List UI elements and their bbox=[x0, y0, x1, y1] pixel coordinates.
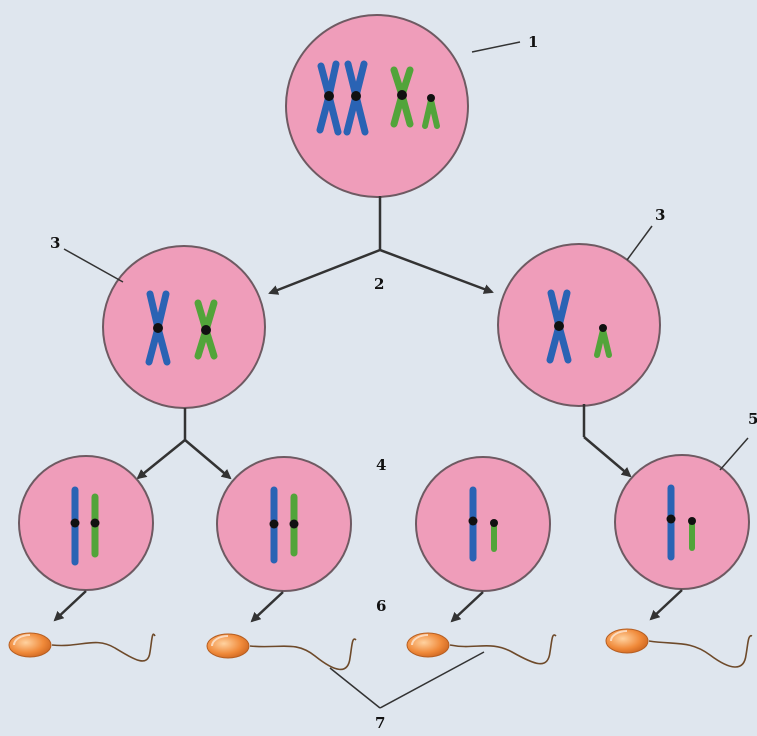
spermatid-cell-2 bbox=[217, 457, 351, 591]
parent-cell bbox=[286, 15, 468, 197]
meiosis-2-arrows-left bbox=[138, 408, 230, 478]
sperm-cell-4 bbox=[606, 629, 752, 667]
sperm-cell-1 bbox=[9, 633, 155, 661]
leader-line-3-right bbox=[627, 226, 652, 260]
leader-lines-7 bbox=[330, 652, 484, 708]
secondary-cell-left bbox=[103, 246, 265, 408]
label-4: 4 bbox=[376, 456, 386, 474]
leader-line-3-left bbox=[64, 249, 123, 282]
spermatid-cell-1 bbox=[19, 456, 153, 590]
label-7: 7 bbox=[375, 714, 385, 732]
label-1: 1 bbox=[528, 33, 538, 51]
meiosis-2-arrow-right bbox=[584, 404, 630, 476]
leader-line-1 bbox=[472, 42, 520, 52]
sperm-cell-2 bbox=[207, 634, 356, 669]
label-6: 6 bbox=[376, 597, 386, 615]
label-3-right: 3 bbox=[655, 206, 665, 224]
spermatid-cell-3 bbox=[416, 457, 550, 591]
sperm-cell-3 bbox=[407, 633, 556, 664]
label-2: 2 bbox=[374, 275, 384, 293]
label-3-left: 3 bbox=[50, 234, 60, 252]
spermatid-cell-4 bbox=[615, 455, 749, 589]
secondary-cell-right bbox=[498, 244, 660, 406]
leader-line-5 bbox=[720, 438, 748, 470]
differentiation-arrows bbox=[55, 590, 682, 621]
label-5: 5 bbox=[748, 410, 757, 428]
